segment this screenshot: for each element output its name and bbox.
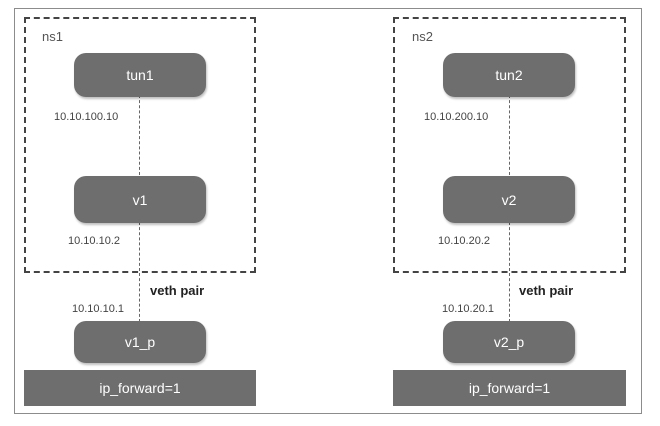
veth-pair-label-ns2: veth pair (519, 283, 574, 298)
interface-v1: v1 (74, 176, 206, 223)
link-tun2-v2 (509, 95, 510, 175)
namespace-label-ns1: ns1 (42, 29, 63, 44)
veth-pair-label-ns1: veth pair (150, 283, 205, 298)
interface-v2: v2 (443, 176, 575, 223)
ip-v2p: 10.10.20.1 (442, 303, 494, 315)
ip-tun1: 10.10.100.10 (54, 111, 119, 123)
interface-v2p: v2_p (443, 321, 575, 363)
link-v1-v1p (139, 222, 140, 322)
ip-forward-bar-ns2: ip_forward=1 (393, 370, 626, 406)
ip-tun2: 10.10.200.10 (424, 111, 489, 123)
ip-forward-bar-ns1: ip_forward=1 (24, 370, 256, 406)
ip-v2: 10.10.20.2 (438, 235, 490, 247)
ip-v1p: 10.10.10.1 (72, 303, 124, 315)
ip-v1: 10.10.10.2 (68, 235, 120, 247)
interface-v1p: v1_p (74, 321, 206, 363)
link-tun1-v1 (139, 95, 140, 175)
link-v2-v2p (509, 222, 510, 322)
namespace-box-ns1 (24, 17, 256, 273)
namespace-label-ns2: ns2 (412, 29, 433, 44)
interface-tun1: tun1 (74, 53, 206, 97)
interface-tun2: tun2 (443, 53, 575, 97)
